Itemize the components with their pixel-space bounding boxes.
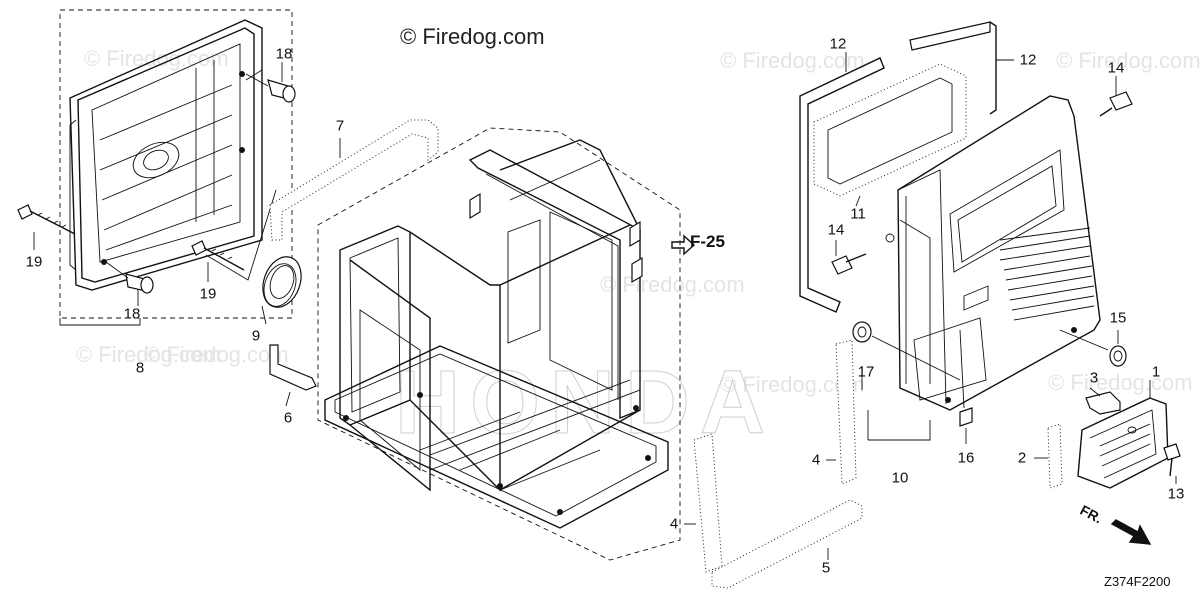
part-13-bolt bbox=[1163, 443, 1181, 477]
callout-4: 4 bbox=[669, 515, 679, 533]
part-19-bolt-center bbox=[191, 189, 277, 281]
callout-9: 9 bbox=[251, 327, 261, 345]
part-12-gasket-a bbox=[799, 57, 885, 313]
diagram-code: Z374F2200 bbox=[1104, 574, 1171, 589]
ref-arrow-icon bbox=[671, 234, 696, 256]
part-8-side-panel bbox=[59, 9, 293, 326]
callout-2: 2 bbox=[1017, 449, 1027, 467]
leader-lines bbox=[33, 52, 1177, 560]
callout-15: 15 bbox=[1109, 309, 1127, 327]
part-9-grommet bbox=[262, 256, 302, 308]
callout-7: 7 bbox=[335, 117, 345, 135]
part-18-spacer-bottom bbox=[105, 261, 154, 294]
callout-13: 13 bbox=[1167, 485, 1185, 503]
part-2-seal bbox=[1047, 423, 1063, 489]
callout-12: 12 bbox=[1019, 51, 1037, 69]
part-10-front-panel bbox=[867, 95, 1101, 441]
watermark-main: © Firedog.com bbox=[400, 24, 545, 49]
part-16-clip bbox=[959, 329, 973, 427]
callout-10: 10 bbox=[891, 469, 909, 487]
part-4-seal-left bbox=[693, 433, 723, 573]
part-3-seal bbox=[1085, 391, 1121, 415]
part-17-grommet bbox=[852, 321, 961, 381]
front-arrow-icon bbox=[1110, 519, 1152, 545]
callout-12: 12 bbox=[829, 35, 847, 53]
callout-6: 6 bbox=[283, 409, 293, 427]
reference-label: F-25 bbox=[690, 232, 725, 251]
part-1-cover bbox=[1077, 397, 1169, 489]
callout-8: 8 bbox=[135, 359, 145, 377]
part-19-bolt-left bbox=[17, 204, 76, 235]
part-12-gasket-b bbox=[909, 21, 997, 115]
part-7-top-trim bbox=[269, 119, 439, 241]
part-6-lower-trim bbox=[269, 344, 317, 391]
part-11-window-seal bbox=[813, 63, 967, 197]
callout-16: 16 bbox=[957, 449, 975, 467]
callout-11: 11 bbox=[850, 205, 866, 223]
callout-4: 4 bbox=[811, 451, 821, 469]
center-frame bbox=[317, 127, 681, 561]
watermark: © Firedog.com bbox=[76, 342, 221, 367]
part-4-seal-right bbox=[835, 339, 857, 485]
part-14-bolt-left bbox=[831, 253, 867, 275]
watermark: © Firedog.com bbox=[144, 342, 289, 367]
watermark: © Firedog.com bbox=[600, 272, 745, 297]
callout-5: 5 bbox=[821, 559, 831, 577]
callout-19: 19 bbox=[25, 253, 43, 271]
callout-18: 18 bbox=[275, 45, 293, 63]
watermark: © Firedog.com bbox=[1048, 370, 1193, 395]
part-18-spacer-top bbox=[245, 73, 296, 103]
callout-17: 17 bbox=[857, 363, 875, 381]
callout-19: 19 bbox=[199, 285, 217, 303]
part-14-bolt-top bbox=[1099, 91, 1133, 117]
callout-1: 1 bbox=[1151, 363, 1161, 381]
part-15-nut bbox=[1059, 329, 1127, 367]
watermark: © Firedog.com bbox=[720, 48, 865, 73]
callout-18: 18 bbox=[123, 305, 141, 323]
part-5-seal bbox=[711, 499, 863, 589]
callout-3: 3 bbox=[1089, 369, 1099, 387]
callout-14: 14 bbox=[1107, 59, 1125, 77]
callout-14: 14 bbox=[827, 221, 845, 239]
watermark: © Firedog.com bbox=[1056, 48, 1200, 73]
